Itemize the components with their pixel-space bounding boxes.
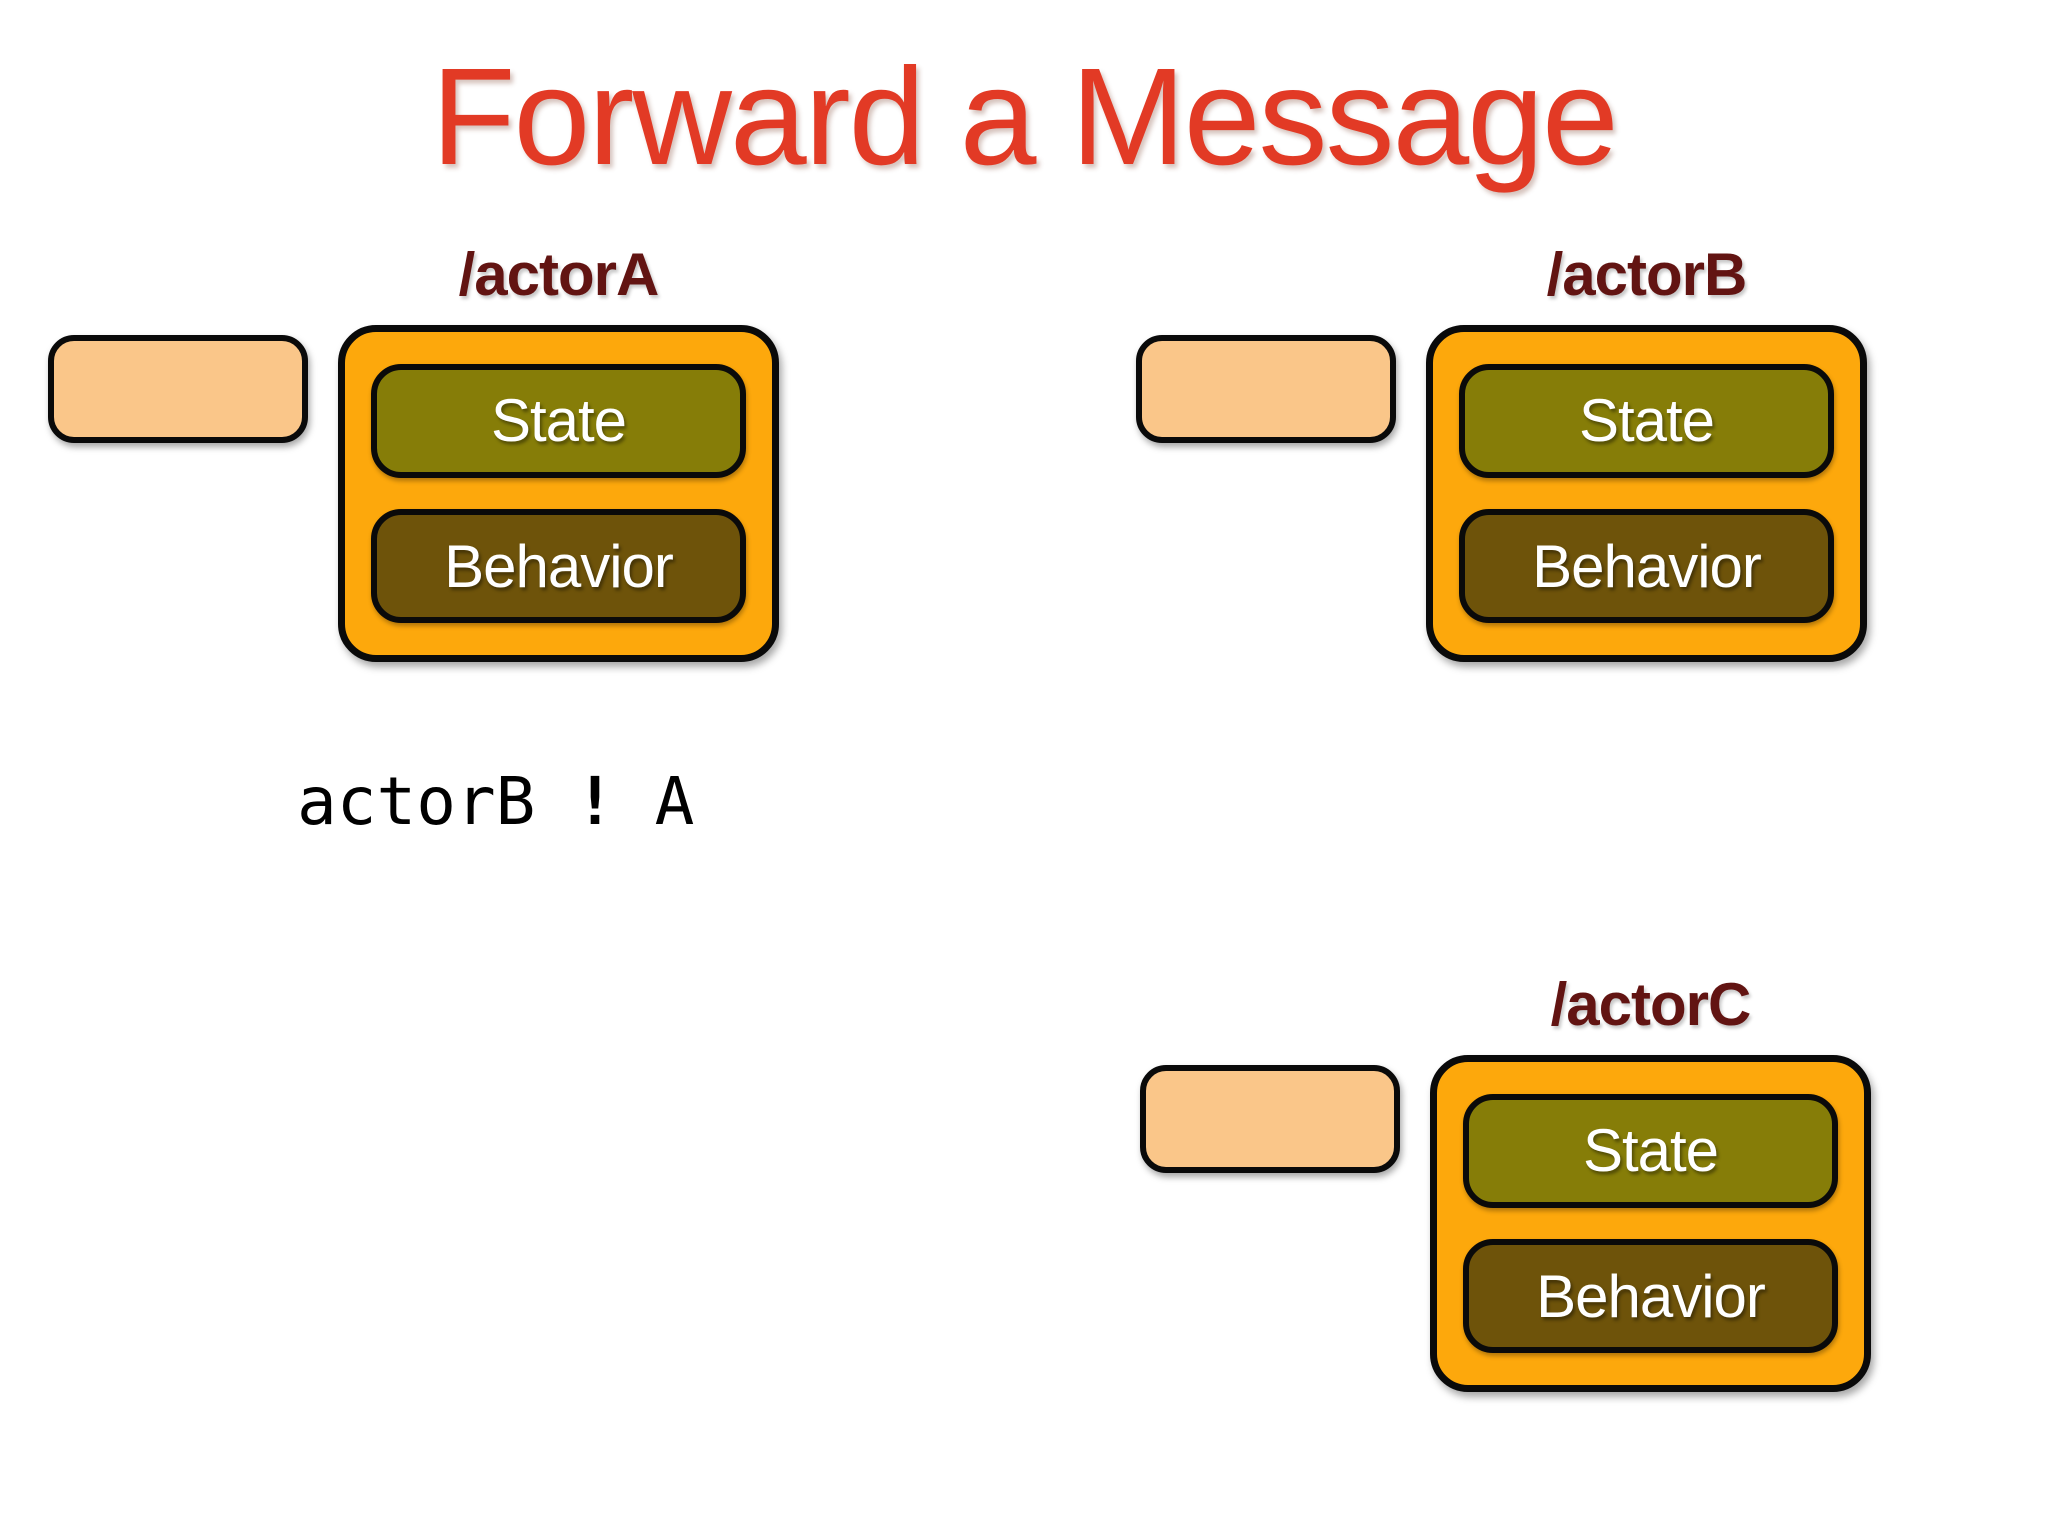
actor-b-state-label: State: [1578, 387, 1715, 455]
actor-c-body: State Behavior: [1430, 1055, 1871, 1392]
code-expression: actorB ! A: [297, 762, 694, 842]
actor-c-label: /actorC: [1550, 971, 1752, 1038]
actor-c-state-label: State: [1582, 1117, 1719, 1185]
actor-a-state-label: State: [490, 387, 627, 455]
actor-c-state-box: State: [1463, 1093, 1838, 1208]
actor-a-state-box: State: [371, 363, 746, 478]
actor-b-behavior-label: Behavior: [1532, 532, 1762, 600]
code-send-operator: !: [575, 763, 615, 840]
actor-c-mailbox: [1140, 1065, 1400, 1173]
actor-a-behavior-box: Behavior: [371, 509, 746, 624]
actor-c-group: /actorC State Behavior: [1140, 960, 1871, 1405]
actor-a-group: /actorA State Behavior: [48, 230, 779, 675]
actor-b-state-box: State: [1459, 363, 1834, 478]
actor-c-behavior-box: Behavior: [1463, 1239, 1838, 1354]
actor-c-behavior-label: Behavior: [1536, 1262, 1766, 1330]
actor-b-behavior-box: Behavior: [1459, 509, 1834, 624]
actor-b-group: /actorB State Behavior: [1136, 230, 1867, 675]
slide-title: Forward a Message: [431, 40, 1619, 194]
code-message: A: [654, 763, 695, 840]
actor-a-body: State Behavior: [338, 325, 779, 662]
actor-b-body: State Behavior: [1426, 325, 1867, 662]
actor-a-mailbox: [48, 335, 308, 443]
actor-b-mailbox: [1136, 335, 1396, 443]
actor-a-behavior-label: Behavior: [444, 532, 674, 600]
actor-a-label: /actorA: [458, 241, 660, 308]
code-object: actorB: [297, 763, 536, 840]
actor-b-label: /actorB: [1546, 241, 1748, 308]
